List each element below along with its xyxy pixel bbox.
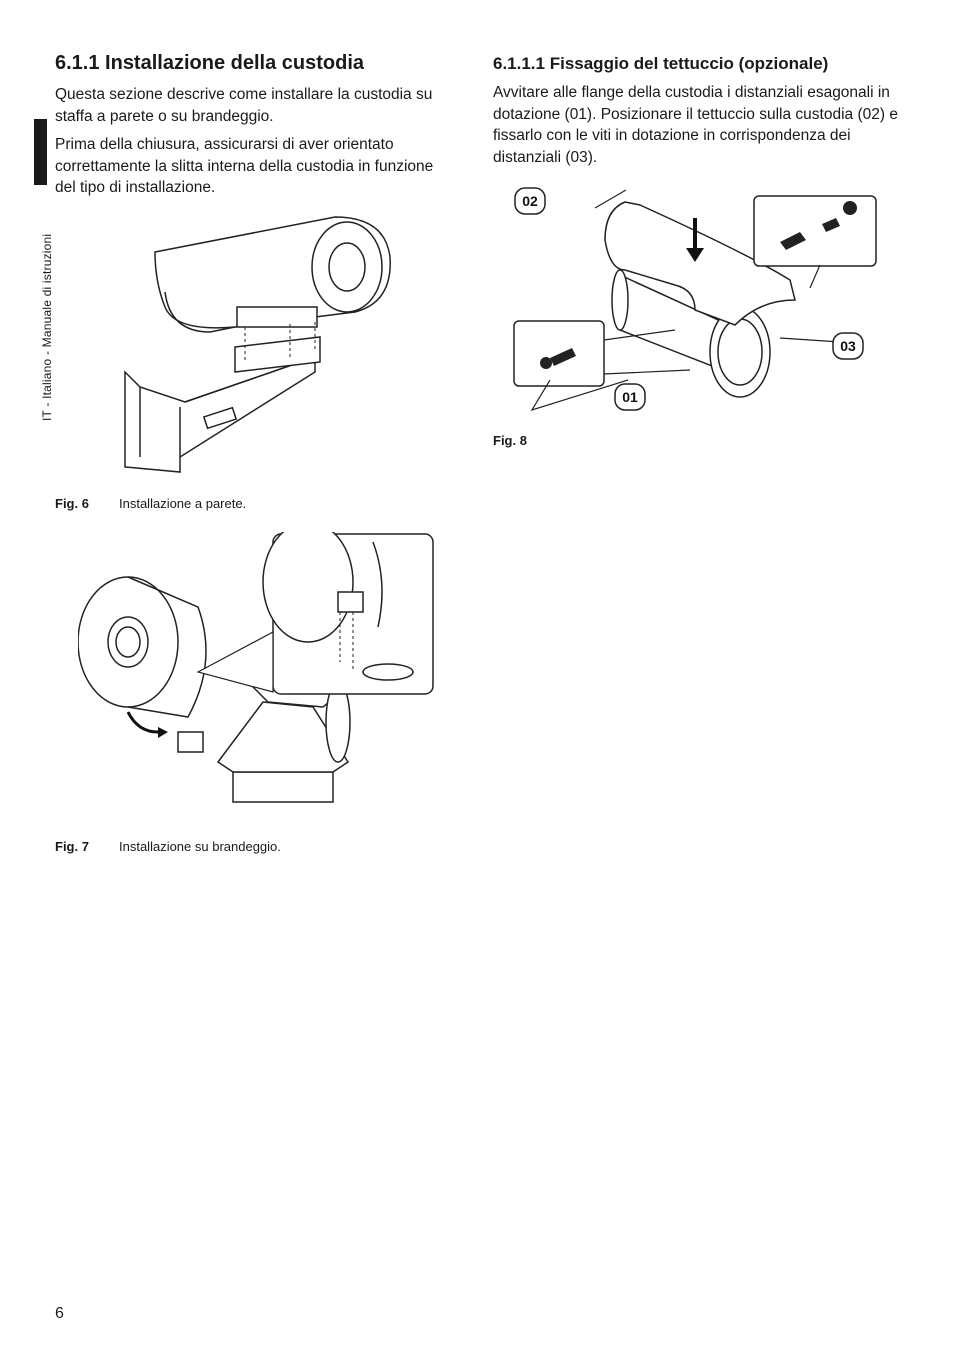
callout-03-label: 03	[840, 338, 856, 354]
fig6-label: Fig. 6	[55, 496, 89, 511]
sidebar-manual-label: IT - Italiano - Manuale di istruzioni	[40, 233, 54, 421]
page-number: 6	[55, 1305, 64, 1322]
section-paragraph-2: Prima della chiusura, assicurarsi di ave…	[55, 136, 434, 196]
fig6-wall-installation-illustration	[124, 216, 391, 473]
subsection-title: 6.1.1.1 Fissaggio del tettuccio (opziona…	[493, 54, 829, 73]
fig7-pan-tilt-installation-illustration	[78, 532, 434, 803]
callout-03-bubble	[832, 332, 864, 360]
subsection-paragraph: Avvitare alle flange della custodia i di…	[493, 84, 898, 166]
fig8-label: Fig. 8	[493, 433, 527, 448]
callout-01-bubble	[614, 383, 646, 411]
fig8-caption: Fig. 8	[493, 433, 557, 448]
section-marker-bar	[34, 119, 47, 185]
fig6-caption: Fig. 6 Installazione a parete.	[55, 496, 246, 511]
fig7-caption: Fig. 7 Installazione su brandeggio.	[55, 839, 281, 854]
fig8-sunshield-illustration: 02 01 03	[513, 187, 877, 412]
callout-01-label: 01	[622, 389, 638, 405]
fig7-label: Fig. 7	[55, 839, 89, 854]
callout-02-label: 02	[522, 193, 538, 209]
fig6-caption-text: Installazione a parete.	[119, 496, 247, 511]
section-title: 6.1.1 Installazione della custodia	[55, 52, 364, 74]
callout-02-bubble	[514, 187, 546, 215]
section-paragraph-1: Questa sezione descrive come installare …	[55, 86, 433, 125]
fig7-caption-text: Installazione su brandeggio.	[119, 839, 281, 854]
